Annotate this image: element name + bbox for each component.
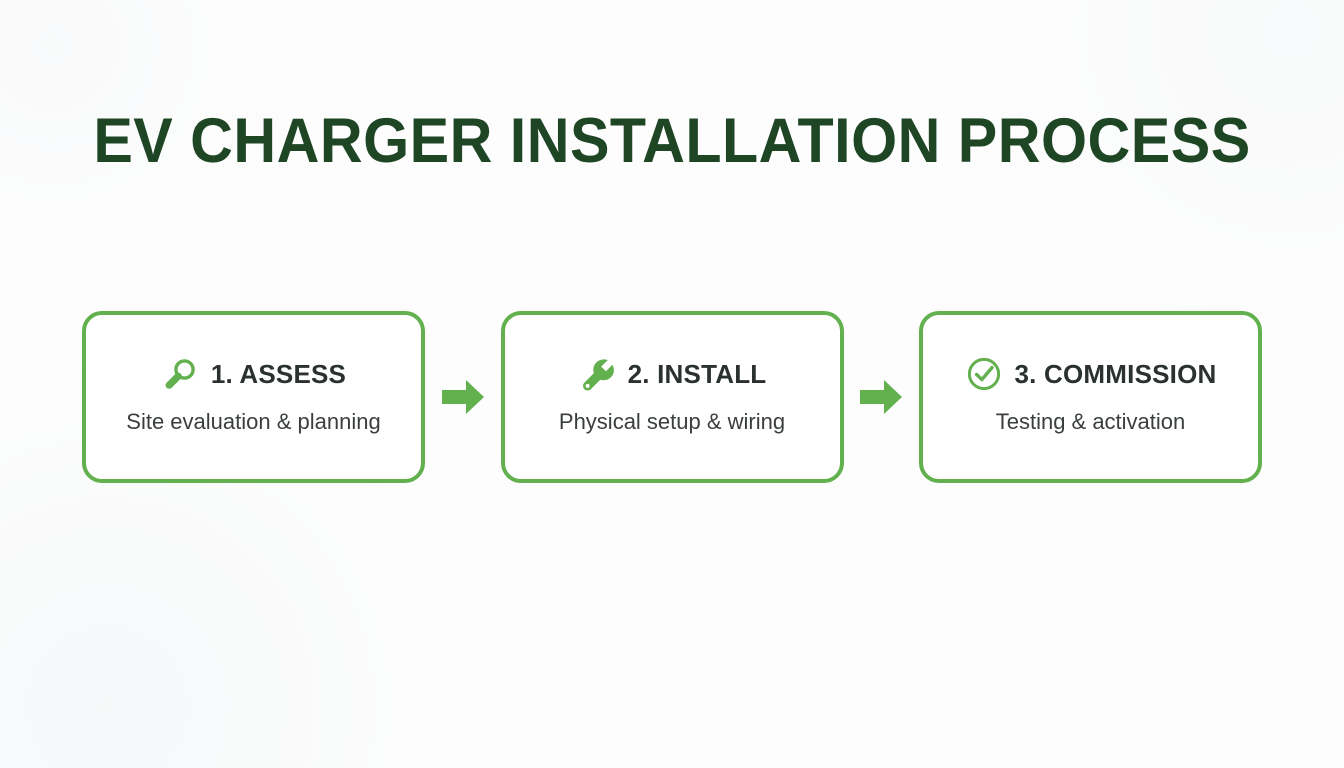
- step-1-header: 1. ASSESS: [161, 355, 346, 393]
- step-2-title: 2. INSTALL: [627, 359, 767, 390]
- step-3-description: Testing & activation: [995, 409, 1186, 435]
- process-step-card-1[interactable]: 1. ASSESS Site evaluation & planning: [82, 311, 425, 483]
- process-step-card-2[interactable]: 2. INSTALL Physical setup & wiring: [500, 311, 844, 483]
- process-step-card-3[interactable]: 3. COMMISSION Testing & activation: [919, 311, 1262, 483]
- check-circle-icon: [965, 355, 1003, 393]
- process-flow: 1. ASSESS Site evaluation & planning 2. …: [82, 311, 1262, 483]
- step-2-description: Physical setup & wiring: [558, 409, 786, 435]
- step-1-description: Site evaluation & planning: [126, 409, 381, 435]
- wrench-icon: [578, 355, 616, 393]
- step-1-title: 1. ASSESS: [210, 359, 347, 390]
- arrow-right-icon: [440, 375, 486, 419]
- step-3-header: 3. COMMISSION: [965, 355, 1217, 393]
- step-3-title: 3. COMMISSION: [1014, 359, 1217, 390]
- magnifier-icon: [161, 355, 199, 393]
- page-title: EV CHARGER INSTALLATION PROCESS: [93, 106, 1251, 176]
- step-2-header: 2. INSTALL: [578, 355, 767, 393]
- arrow-right-icon: [858, 375, 904, 419]
